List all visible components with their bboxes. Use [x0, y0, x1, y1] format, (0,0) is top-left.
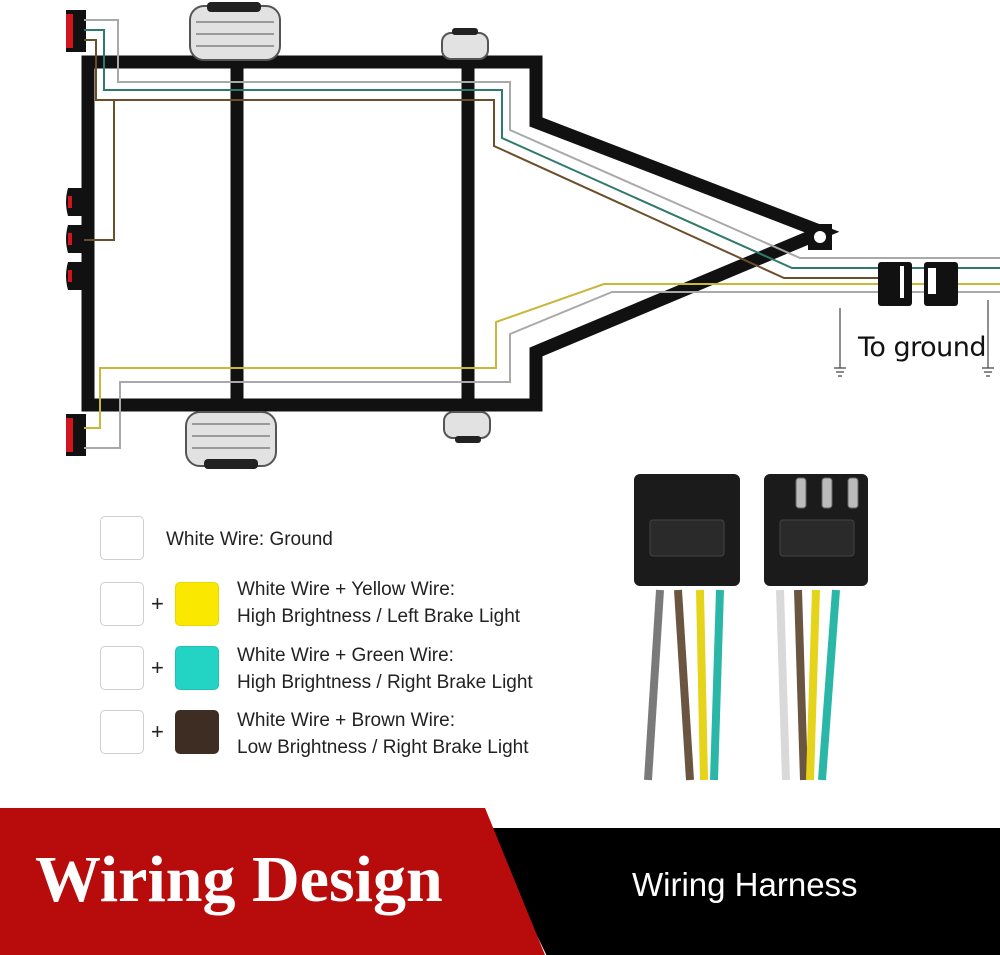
plus-sign: + [151, 719, 164, 744]
tail-light-top [66, 10, 86, 52]
white-swatch [100, 582, 144, 626]
legend-text: White Wire + Green Wire: High Brightness… [237, 642, 533, 696]
banner-red-panel [0, 808, 545, 955]
yellow-swatch [175, 582, 219, 626]
connector-plug-diagram [878, 262, 958, 306]
wire-bundle-bottom [84, 283, 1000, 449]
legend-text: White Wire: Ground [166, 529, 333, 550]
banner-subtitle: Wiring Harness [632, 866, 858, 903]
legend-text: White Wire + Yellow Wire: High Brightnes… [237, 576, 520, 630]
legend-text-line2: Low Brightness / Right Brake Light [237, 737, 529, 758]
clearance-lights [66, 188, 84, 290]
plus-sign: + [151, 591, 164, 616]
legend-text-line2: High Brightness / Right Brake Light [237, 672, 533, 693]
plus-sign: + [151, 655, 164, 680]
legend-text-line1: White Wire + Yellow Wire: [237, 579, 456, 600]
brown-swatch [175, 710, 219, 754]
to-ground-label: To ground [858, 332, 987, 363]
harness-female-connector [634, 474, 740, 781]
white-swatch [100, 516, 144, 560]
wheel-bottom-left [185, 411, 277, 469]
legend-text-line1: White Wire + Green Wire: [237, 645, 454, 666]
hitch-coupler [808, 224, 832, 250]
tail-light-bottom [66, 414, 86, 456]
legend-text: White Wire + Brown Wire: Low Brightness … [237, 707, 529, 761]
legend-text-line2: High Brightness / Left Brake Light [237, 606, 521, 627]
wheel-top-left [189, 2, 281, 61]
ground-lines [834, 300, 994, 377]
trailer-frame [81, 55, 840, 412]
wheel-top-right [441, 28, 489, 60]
white-swatch [100, 646, 144, 690]
harness-male-connector [764, 474, 868, 781]
legend-text-line1: White Wire + Brown Wire: [237, 710, 456, 731]
wheel-bottom-right [443, 411, 491, 443]
white-swatch [100, 710, 144, 754]
banner-title: Wiring Design [35, 843, 443, 916]
green-swatch [175, 646, 219, 690]
wire-bundle-top [84, 19, 1000, 279]
banner-black-panel [484, 828, 1000, 955]
